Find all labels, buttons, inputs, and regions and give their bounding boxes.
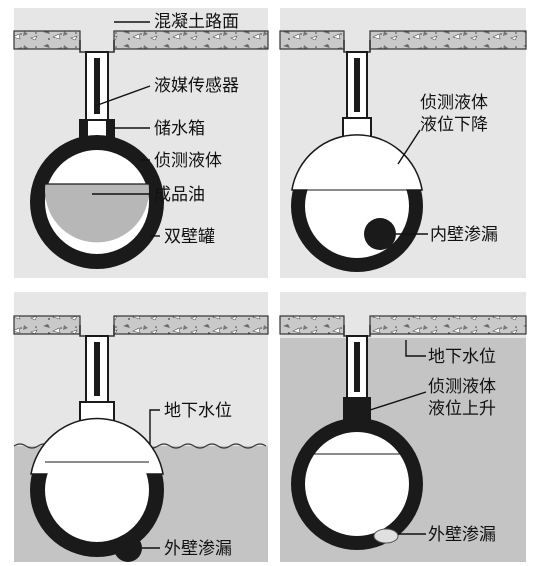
inner-leak-blob: [364, 218, 396, 250]
concrete-road-left: [279, 315, 345, 335]
label-liquid-sensor: 液媒传感器: [154, 76, 239, 96]
label-groundwater-level: 地下水位: [428, 347, 496, 367]
concrete-road-left: [13, 315, 81, 335]
label-outer-wall-leak: 外壁渗漏: [164, 539, 232, 559]
reservoir-wall-right: [106, 120, 114, 146]
concrete-road-right: [369, 30, 527, 50]
drop-leader: [397, 129, 421, 165]
label-fuel-oil: 成品油: [154, 185, 205, 205]
concrete-road-left: [13, 30, 81, 50]
panel-outer-leak-low-water: 地下水位 外壁渗漏: [13, 292, 269, 562]
label-detection-fluid: 侦测液体: [154, 151, 222, 171]
label-groundwater-level: 地下水位: [164, 401, 232, 421]
concrete-road-right: [113, 315, 269, 335]
reservoir-wall-left: [80, 120, 88, 146]
sensor-rod: [94, 58, 100, 114]
tank-inner: [305, 432, 409, 536]
label-detection-fluid: 侦测液体: [420, 93, 488, 113]
label-reservoir: 储水箱: [154, 119, 205, 139]
label-inner-wall-leak: 内壁渗漏: [430, 225, 498, 245]
sensor-rod: [354, 58, 360, 112]
concrete-road-left: [279, 30, 345, 50]
panel-inner-leak: 侦测液体 液位下降 内壁渗漏: [279, 8, 527, 278]
rise-leader: [369, 391, 427, 411]
sensor-rod: [94, 342, 100, 396]
label-double-wall-tank: 双壁罐: [164, 227, 215, 247]
oil-fill: [45, 184, 150, 243]
water-leader: [405, 340, 426, 357]
panel-outer-leak-high-water: 地下水位 侦测液体 液位上升 外壁渗漏: [279, 292, 527, 562]
outer-leak-blob: [114, 534, 142, 562]
water-leader: [149, 409, 160, 444]
concrete-road-right: [369, 315, 527, 335]
sensor-rod: [354, 342, 360, 392]
outer-leak-spot: [373, 528, 399, 544]
panel-normal: 混凝土路面 液媒传感器 储水箱 侦测液体 成品油 双壁罐: [13, 8, 269, 278]
label-level-rise: 液位上升: [428, 399, 496, 419]
label-concrete-road: 混凝土路面: [154, 12, 239, 32]
label-outer-wall-leak: 外壁渗漏: [428, 525, 496, 545]
tank-inner: [45, 438, 149, 542]
label-level-drop: 液位下降: [420, 115, 488, 135]
sensor-leader: [94, 85, 151, 107]
label-detection-fluid: 侦测液体: [428, 377, 496, 397]
concrete-road-right: [113, 30, 269, 50]
